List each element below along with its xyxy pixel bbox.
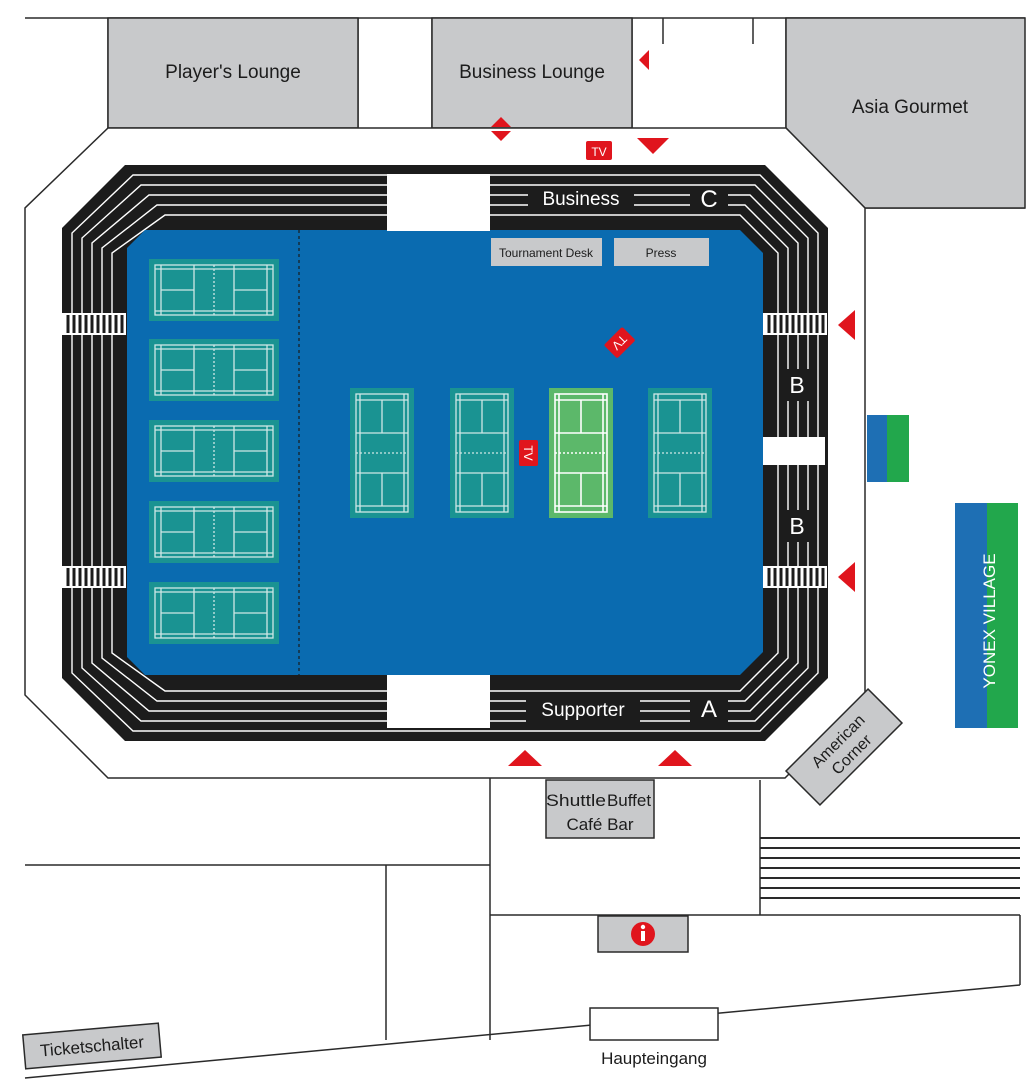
practice-court (148, 419, 280, 483)
competition-court (349, 387, 415, 519)
arena-floor (127, 230, 763, 675)
american-corner-room: American Corner (784, 687, 904, 807)
supporter-stand-label: Supporter (541, 700, 625, 721)
stairs-east-upper (761, 311, 829, 337)
stairs-east-lower (761, 564, 829, 590)
tournament-desk-label: Tournament Desk (499, 246, 594, 260)
tunnel-east (763, 437, 825, 465)
yonex-village-green (987, 503, 1018, 728)
tv-court-label: TV (521, 445, 535, 460)
tournament-desk (491, 238, 602, 266)
practice-court (148, 258, 280, 322)
entrance-steps (760, 837, 1020, 899)
info-icon (631, 922, 655, 946)
ticketschalter-booth: Ticketschalter (21, 1022, 163, 1070)
competition-court (449, 387, 515, 519)
practice-court (148, 581, 280, 645)
tv-icon: TV (519, 440, 538, 466)
business-lounge-label: Business Lounge (459, 62, 605, 83)
tv-icon: TV (586, 141, 612, 160)
tunnel-north (387, 174, 490, 231)
yonex-village-blue (955, 503, 987, 728)
stand-a-label: A (701, 696, 717, 723)
flag-green (887, 415, 909, 482)
stand-c-label-bg (690, 186, 728, 211)
business-lounge-room (431, 17, 633, 129)
asia-gourmet-label: Asia Gourmet (852, 97, 969, 118)
tv-icon: TV (604, 327, 635, 358)
tunnel-south (387, 675, 490, 728)
business-stand-label-bg (528, 186, 634, 211)
players-lounge-room (107, 17, 359, 129)
stand-c-label: C (700, 186, 717, 213)
yonex-village-label: YONEX VILLAGE (980, 553, 999, 688)
shuttle-label: Shuttle (546, 791, 606, 810)
tv-top-label: TV (591, 145, 606, 159)
asia-gourmet-room (785, 17, 1026, 209)
practice-court (148, 500, 280, 564)
supporter-stand-label-bg (526, 696, 640, 722)
stand-a-label-bg (690, 696, 728, 722)
stand-b-lower-box (780, 510, 814, 542)
haupteingang-label: Haupteingang (601, 1049, 707, 1068)
main-court (549, 388, 613, 518)
flag-blue (867, 415, 887, 482)
stand-b-upper-box (780, 369, 814, 401)
cafe-bar-label: Café Bar (566, 815, 633, 834)
practice-court (148, 338, 280, 402)
main-entrance-box (589, 1007, 719, 1041)
stand-rows (71, 174, 819, 732)
buffet-label: Buffet (607, 791, 651, 810)
players-lounge-label: Player's Lounge (165, 62, 301, 83)
cafe-bar-room (545, 779, 655, 839)
press-label: Press (646, 246, 677, 260)
stairs-west-upper (60, 311, 128, 337)
stand-b-lower-label: B (789, 513, 804, 539)
business-stand-label: Business (542, 189, 619, 210)
competition-court (647, 387, 713, 519)
press-desk (614, 238, 709, 266)
stairs-west-lower (60, 564, 128, 590)
stand-b-upper-label: B (789, 372, 804, 398)
